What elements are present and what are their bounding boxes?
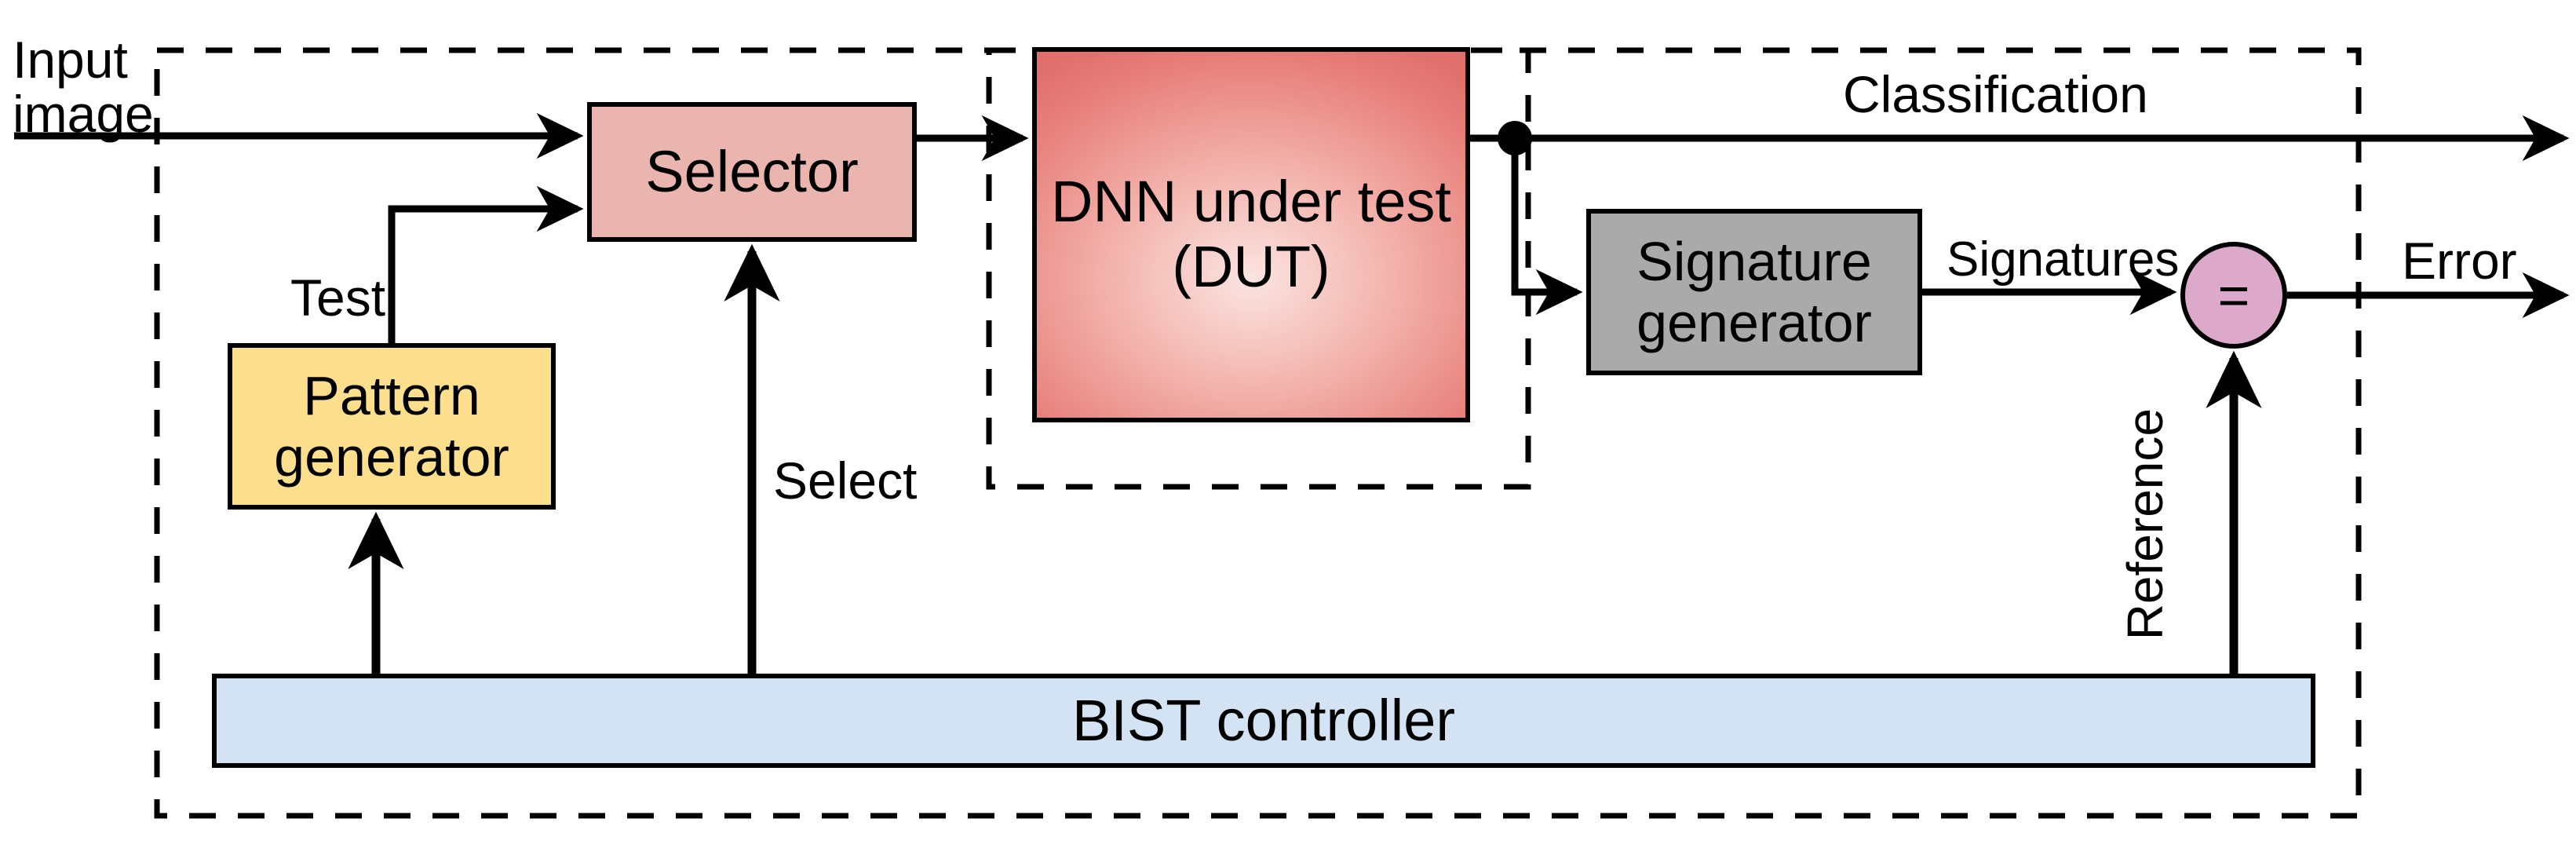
wire-pattern-generator-to-selector (388, 185, 584, 343)
block-comparator-equals[interactable]: = (2180, 242, 2287, 349)
block-signature-generator[interactable]: Signature generator (1586, 209, 1922, 375)
signal-label-reference: Reference (2117, 408, 2173, 641)
signal-label-select: Select (773, 451, 918, 510)
block-dnn-under-test[interactable]: DNN under test (DUT) (1032, 47, 1470, 422)
block-selector[interactable]: Selector (587, 102, 917, 242)
block-pattern-generator[interactable]: Pattern generator (228, 343, 556, 510)
signal-label-test: Test (290, 269, 386, 327)
wire-dnn-to-signature-generator (1511, 138, 1583, 316)
signal-label-input-image: Input image (13, 31, 154, 144)
signal-label-error: Error (2402, 232, 2517, 290)
block-bist-controller[interactable]: BIST controller (212, 674, 2315, 768)
bist-boundary-dashed-box (154, 47, 2362, 819)
signal-label-classification: Classification (1843, 65, 2148, 123)
signal-label-signatures: Signatures (1947, 232, 2180, 287)
